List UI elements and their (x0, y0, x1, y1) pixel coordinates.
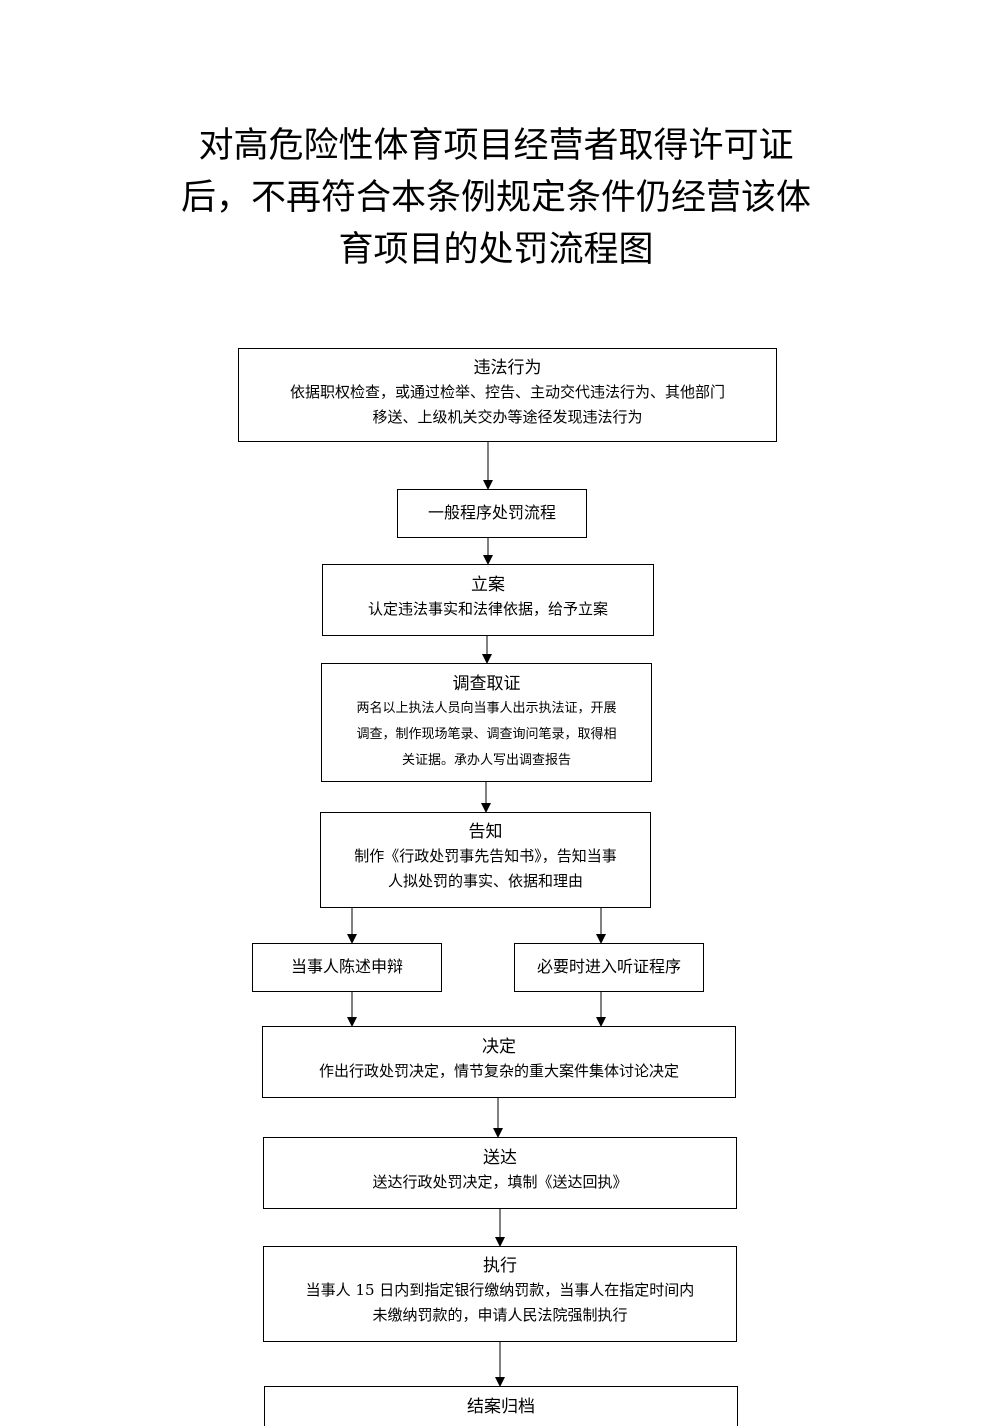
node-investigation-text-1: 两名以上执法人员向当事人出示执法证，开展 (356, 701, 617, 716)
node-investigation-heading: 调查取证 (452, 674, 521, 694)
node-investigation-text-2: 调查，制作现场笔录、调查询问笔录，取得相 (356, 727, 617, 742)
node-delivery: 送达 送达行政处罚决定，填制《送达回执》 (263, 1137, 737, 1209)
node-investigation-text-3: 关证据。承办人写出调查报告 (401, 753, 571, 768)
node-execution-heading: 执行 (483, 1256, 517, 1276)
node-general-procedure-text: 一般程序处罚流程 (427, 503, 556, 522)
node-filing: 立案 认定违法事实和法律依据，给予立案 (322, 564, 654, 636)
node-illegal-act: 违法行为 依据职权检查，或通过检举、控告、主动交代违法行为、其他部门 移送、上级… (238, 348, 777, 442)
node-hearing-text: 必要时进入听证程序 (536, 957, 681, 976)
node-archive: 结案归档 (264, 1386, 738, 1426)
node-illegal-act-heading: 违法行为 (473, 358, 542, 378)
node-delivery-text: 送达行政处罚决定，填制《送达回执》 (372, 1173, 628, 1191)
node-delivery-heading: 送达 (483, 1148, 517, 1168)
node-archive-heading: 结案归档 (467, 1397, 535, 1417)
node-decision-text: 作出行政处罚决定，情节复杂的重大案件集体讨论决定 (318, 1062, 679, 1080)
page-title: 对高危险性体育项目经营者取得许可证 后，不再符合本条例规定条件仍经营该体 育项目… (140, 120, 852, 276)
node-execution-text-2: 未缴纳罚款的，申请人民法院强制执行 (372, 1306, 628, 1324)
title-line-2: 后，不再符合本条例规定条件仍经营该体 (180, 178, 811, 218)
node-notification-text-2: 人拟处罚的事实、依据和理由 (387, 872, 583, 890)
node-illegal-act-text-2: 移送、上级机关交办等途径发现违法行为 (372, 408, 643, 426)
title-line-1: 对高危险性体育项目经营者取得许可证 (198, 126, 794, 166)
node-decision: 决定 作出行政处罚决定，情节复杂的重大案件集体讨论决定 (262, 1026, 736, 1098)
node-decision-heading: 决定 (482, 1037, 516, 1057)
node-illegal-act-text-1: 依据职权检查，或通过检举、控告、主动交代违法行为、其他部门 (289, 383, 725, 401)
node-statement: 当事人陈述申辩 (252, 943, 442, 992)
node-filing-text: 认定违法事实和法律依据，给予立案 (367, 600, 608, 618)
node-execution: 执行 当事人 15 日内到指定银行缴纳罚款，当事人在指定时间内 未缴纳罚款的，申… (263, 1246, 737, 1342)
node-statement-text: 当事人陈述申辩 (290, 957, 403, 976)
node-notification-heading: 告知 (468, 822, 503, 842)
node-filing-heading: 立案 (471, 575, 505, 595)
node-notification-text-1: 制作《行政处罚事先告知书》，告知当事 (354, 847, 617, 865)
node-general-procedure: 一般程序处罚流程 (397, 489, 587, 538)
node-hearing: 必要时进入听证程序 (514, 943, 704, 992)
node-execution-text-1: 当事人 15 日内到指定银行缴纳罚款，当事人在指定时间内 (305, 1281, 695, 1299)
node-notification: 告知 制作《行政处罚事先告知书》，告知当事 人拟处罚的事实、依据和理由 (320, 812, 651, 908)
title-line-3: 育项目的处罚流程图 (338, 230, 654, 270)
node-investigation: 调查取证 两名以上执法人员向当事人出示执法证，开展 调查，制作现场笔录、调查询问… (321, 663, 652, 782)
